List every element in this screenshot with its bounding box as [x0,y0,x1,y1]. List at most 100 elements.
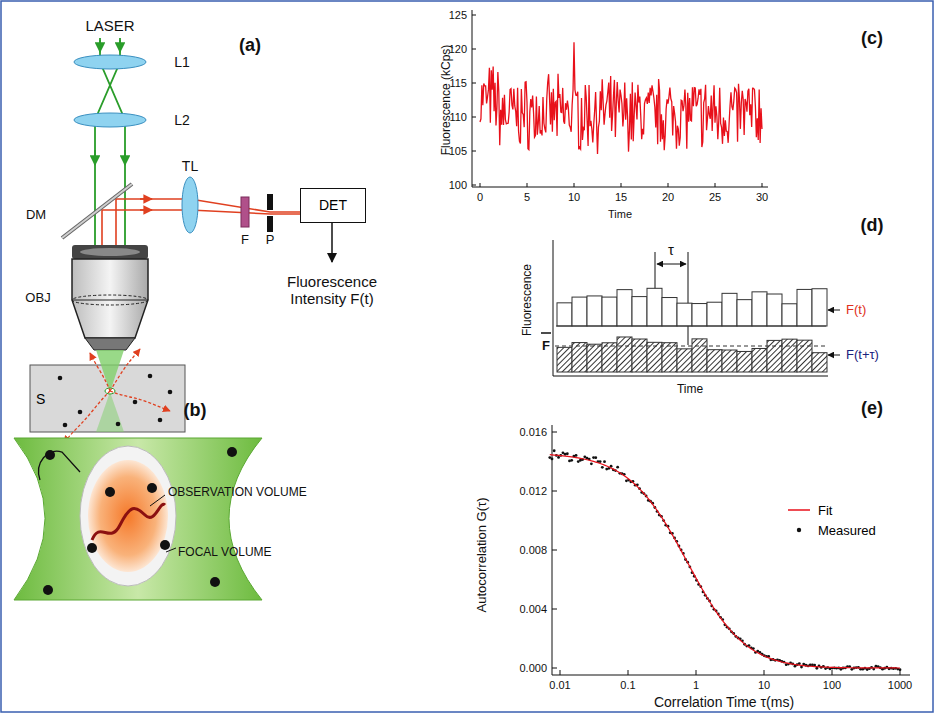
measured-point [553,449,556,452]
measured-point [590,462,593,465]
figure-label: τ [668,241,674,258]
shifted-bar [797,340,812,372]
figure-label: LASER [85,17,134,34]
shifted-bar [647,342,662,372]
legend-swatch [786,524,812,536]
signal-bar [692,304,707,326]
shifted-bar [602,343,617,372]
measured-point [616,466,619,469]
panel-label: (d) [861,215,884,236]
shifted-bar [707,350,722,372]
node-text: DET [301,189,365,221]
node-text: S [36,391,185,408]
figure-label: 0.1 [620,679,635,692]
signal-bar [557,303,572,326]
figure-label: 30 [756,191,768,204]
figure-label: 100 [823,679,841,692]
figure-label: 20 [662,191,674,204]
mean-line [555,346,826,347]
measured-point [594,456,597,459]
shifted-bar [662,343,677,372]
signal-bar [737,300,752,326]
fit-curve [550,455,900,668]
x-axis [472,187,768,188]
legend-row: Fit [786,500,876,520]
signal-bar [752,292,767,326]
measured-point [599,460,602,463]
legend-text: Fit [818,503,832,518]
measured-point [800,666,803,669]
figure-label: 0.004 [519,603,547,616]
shifted-bar [782,339,797,372]
figure-label: L1 [174,54,190,70]
shifted-bar [572,343,587,372]
figure-label: Fluorescence (kCps) [440,45,454,156]
figure-label: 125 [449,9,467,22]
shifted-bar [767,340,782,372]
measured-point [570,459,573,462]
sample-box: S [30,365,185,432]
y-axis [472,10,473,187]
signal-bar [782,304,797,326]
figure-label: 25 [709,191,721,204]
figure-label: 0.000 [519,662,547,675]
shifted-bar [677,349,692,372]
shifted-bar [587,344,602,372]
legend-row: Measured [786,520,876,540]
figure-label: Fluorescence [521,264,535,336]
figure-label: 1000 [888,679,912,692]
figure-label: Autocorrelation G(τ) [475,498,490,613]
shifted-bar [557,347,572,372]
signal-bar [722,293,737,326]
shifted-bar [812,353,827,372]
figure-label: P [266,233,275,248]
signal-bar [812,289,827,326]
figure-label: OBJ [25,291,50,306]
legend-swatch [786,504,812,516]
shifted-bar [752,348,767,372]
figure-label: F(t+τ) [846,348,879,363]
shifted-bar [632,339,647,372]
signal-bar [572,297,587,326]
panel-label: (c) [861,28,883,49]
panel-label: (a) [239,35,261,56]
legend: FitMeasured [786,500,876,540]
signal-bar [632,297,647,326]
figure-label: 0.012 [519,485,547,498]
figure-label: Time [677,383,703,397]
figure-label: OBSERVATION VOLUME [168,486,307,500]
signal-bar [602,297,617,326]
signal-bar [677,303,692,326]
intensity-trace [480,42,762,154]
figure-label: DM [26,208,46,223]
figure-label: 0.01 [549,679,570,692]
signal-bar [767,294,782,326]
figure-label: F [241,233,249,248]
detector-box: DET [300,188,366,223]
signal-bar [707,302,722,326]
figure-label: TL [182,158,198,174]
figure-label: Time [608,208,632,221]
figure-label: Correlation Time τ(ms) [654,694,794,710]
figure-label: 100 [449,179,467,192]
figure-label: Fluorescence Intensity F(t) [257,273,407,308]
figure-label: 0.016 [519,426,547,439]
measured-point [899,668,902,671]
figure-label: 1 [693,679,699,692]
figure-label: 5 [524,191,530,204]
signal-bar [647,288,662,326]
measured-point [557,456,560,459]
measured-point [603,460,606,463]
signal-bar [587,296,602,326]
panel-label: (b) [184,400,207,421]
figure-label: 10 [758,679,770,692]
figure-label: F(t) [846,303,866,318]
signal-bar [662,298,677,326]
figure-label: L2 [174,112,190,128]
legend-text: Measured [818,523,876,538]
shifted-bar [617,337,632,372]
measured-point [601,466,604,469]
figure-label: 10 [568,191,580,204]
signal-bar [797,289,812,326]
